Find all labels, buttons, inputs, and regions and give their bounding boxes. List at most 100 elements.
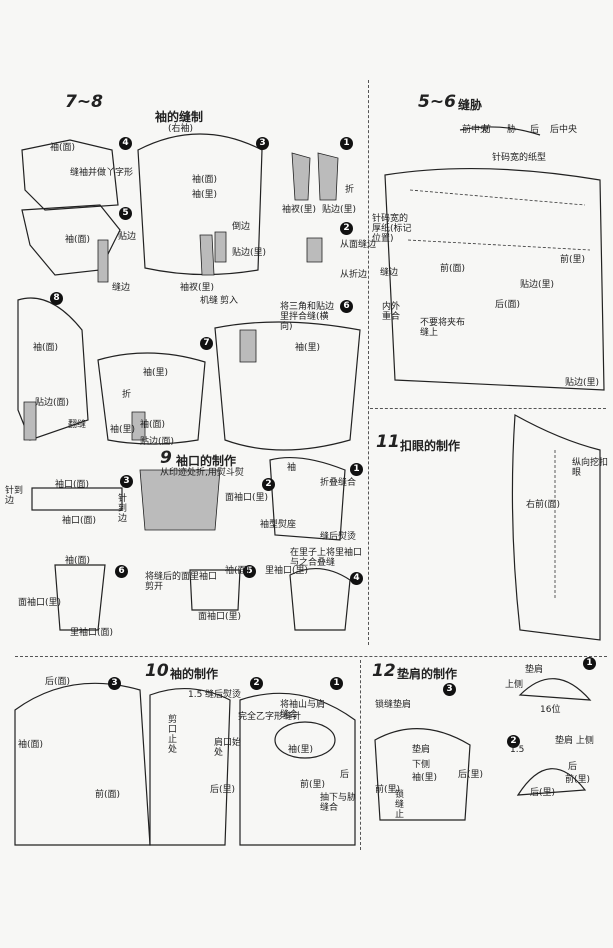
- shoulder-pad-2: [516, 768, 587, 796]
- label-b15: 贴边(里): [565, 378, 600, 388]
- label-a3: 袖(面): [192, 175, 218, 185]
- step-3-badge: 3: [256, 137, 269, 150]
- cuff-step-1-badge: 1: [350, 463, 363, 476]
- label-a12: 袖衩(里): [282, 205, 317, 215]
- label-a18: 将三角和贴边里拌合缝(横向): [280, 302, 335, 332]
- label-b10: 贴边(里): [520, 280, 555, 290]
- cuff-rect-3: [31, 487, 123, 511]
- cuff-step-3-badge: 3: [120, 475, 133, 488]
- step7-hatch: [131, 411, 146, 441]
- label-c13: 里袖口(面): [70, 628, 114, 638]
- label-b13: 内外重合: [382, 302, 401, 322]
- cuff-step6: [54, 564, 106, 631]
- horizontal-divider-bottom: [15, 656, 607, 657]
- label-c8: 折叠缝合: [320, 478, 357, 488]
- label-e14: 1.5: [188, 690, 203, 700]
- label-c6: 面袖口(里): [225, 493, 269, 503]
- armhole-ellipse: [274, 721, 336, 759]
- label-f2: 上侧: [505, 680, 524, 690]
- label-a7: 袖衩(里): [180, 283, 215, 293]
- label-a8: 机缝: [200, 296, 219, 306]
- label-c3: 针到边: [118, 494, 128, 524]
- section-number-11: 11: [376, 432, 400, 452]
- label-c16: 面袖口(里): [198, 612, 242, 622]
- pad-step-2-badge: 2: [507, 735, 520, 748]
- label-f11: 垫肩 上侧: [555, 736, 594, 746]
- label-b1: 前中央: [462, 125, 490, 135]
- label-e1: 后(面): [45, 677, 71, 687]
- step-8-badge: 8: [50, 292, 63, 305]
- sleeve-step6-shape: [214, 321, 361, 451]
- cuff-step4: [289, 567, 351, 631]
- label-a9: 剪入: [220, 296, 239, 306]
- step1-hatch-a: [291, 152, 311, 201]
- section-title-shoulder-pad: 垫肩的制作: [397, 667, 458, 681]
- label-c12: 面袖口(里): [18, 598, 62, 608]
- step8-hatch: [23, 401, 37, 441]
- label-f12: 后(里): [530, 788, 556, 798]
- vertical-divider-bottom: [360, 660, 361, 850]
- label-c2: 针到边: [5, 486, 24, 506]
- label-a6: 袖(里): [192, 190, 218, 200]
- shoulder-pad-top: [518, 678, 592, 701]
- sleeve-step4-shape: [21, 139, 119, 211]
- label-c17: 在里子上将里袖口与之合叠缝: [290, 548, 363, 568]
- section-title-sleeve-making: 袖的制作: [170, 667, 219, 681]
- cuff-rect-2: [139, 469, 221, 531]
- cuff-step-2-badge: 2: [262, 478, 275, 491]
- cuff-step-5-badge: 5: [243, 565, 256, 578]
- label-e7: 肩口始处: [214, 738, 242, 758]
- sleeve-step3: [14, 682, 151, 846]
- cuff-step5: [189, 569, 241, 611]
- label-a10: 贴边(里): [232, 248, 267, 258]
- label-c7: 袖: [287, 463, 297, 473]
- label-f7: 袖(里): [412, 773, 438, 783]
- sleeve-step8-shape: [17, 297, 89, 441]
- label-a20: 袖(面): [33, 343, 59, 353]
- section-number-12: 12: [372, 661, 396, 681]
- label-f3: 16位: [540, 705, 561, 715]
- vertical-divider: [368, 80, 369, 645]
- label-b9: 前(面): [440, 264, 466, 274]
- label-b7: 针码宽的厚纸(标记位置): [372, 214, 412, 244]
- label-b5: 后中央: [550, 125, 578, 135]
- cuff-step-6-badge: 6: [115, 565, 128, 578]
- sleeve-vent-hatch-2: [214, 231, 227, 263]
- label-e2: 袖(面): [18, 740, 44, 750]
- label-d1: 纵向挖扣眼: [572, 458, 609, 478]
- label-c11: 袖(面): [65, 556, 91, 566]
- label-b8: 缝边: [380, 268, 399, 278]
- section-title-cuff: 袖口的制作: [176, 454, 237, 468]
- label-b2: 前: [482, 125, 492, 135]
- label-c15: 袖(面): [225, 566, 251, 576]
- label-a27: 贴边(面): [140, 437, 175, 447]
- label-f8: 前(里): [375, 785, 401, 795]
- label-b3: 胁: [507, 125, 517, 135]
- label-a1: 袖(面): [50, 143, 76, 153]
- body-stitch-line: [409, 189, 586, 206]
- step-5-badge: 5: [119, 207, 132, 220]
- label-a25: 袖(面): [140, 420, 166, 430]
- label-c10: 缝后熨烫: [320, 532, 357, 542]
- horizontal-divider-right-mid: [370, 408, 606, 409]
- label-e4: 缝后熨烫: [205, 690, 242, 700]
- label-f9: 后(里): [458, 770, 484, 780]
- label-f10: 锁缝止: [395, 790, 405, 820]
- label-b6: 针码宽的纸型: [492, 153, 547, 163]
- label-b4: 后: [530, 125, 540, 135]
- label-b12: 前(里): [560, 255, 586, 265]
- step-1-badge: 1: [340, 137, 353, 150]
- step-6-badge: 6: [340, 300, 353, 313]
- label-c4: 袖口(面): [62, 516, 97, 526]
- label-e12: 抽下与胁缝合: [320, 793, 357, 813]
- label-a26: 袖(里): [110, 425, 136, 435]
- label-a13: 贴边(里): [322, 205, 357, 215]
- label-a24: 折: [122, 390, 132, 400]
- label-a22: 贴边(面): [35, 398, 70, 408]
- sleeve-step2: [149, 688, 231, 846]
- sleeve-step1: [239, 692, 356, 846]
- sleeve-vent-hatch: [199, 234, 215, 276]
- step6-hatch: [239, 329, 257, 363]
- label-f5: 垫肩: [412, 745, 431, 755]
- step-7-badge: 7: [200, 337, 213, 350]
